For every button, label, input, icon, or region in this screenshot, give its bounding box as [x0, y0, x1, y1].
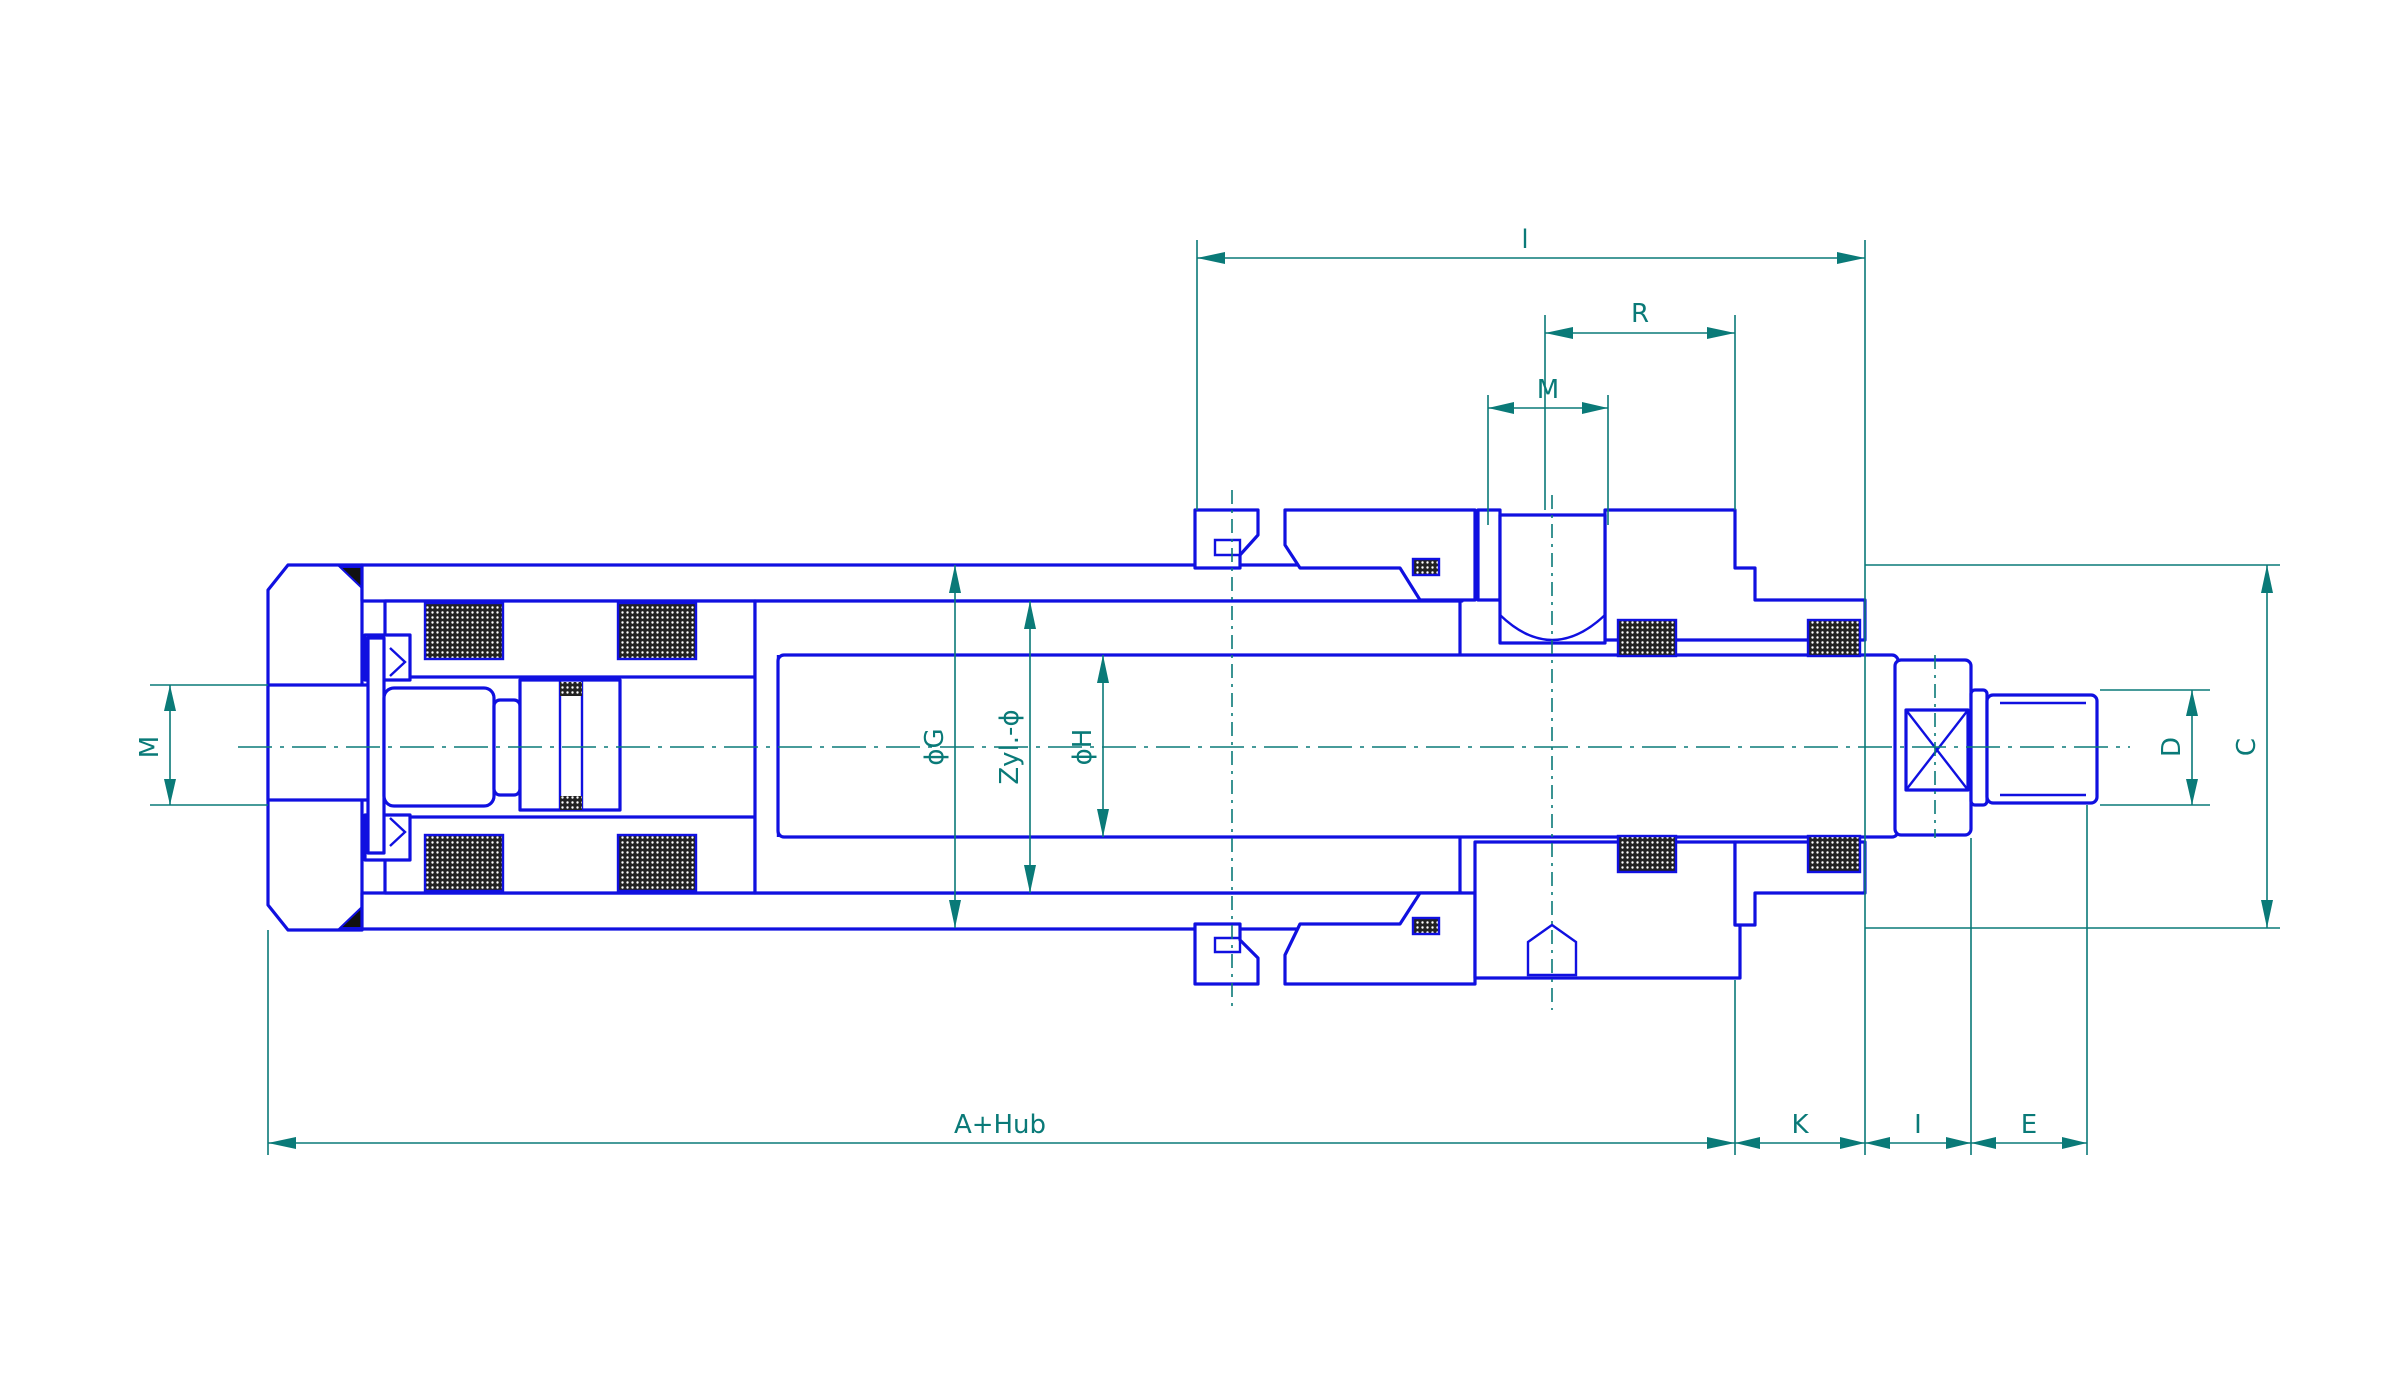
label-a-hub: A+Hub: [954, 1110, 1046, 1140]
piston-seal-bottom-2: [616, 833, 698, 893]
piston-seal-bottom-1: [423, 833, 505, 893]
label-k: K: [1791, 1110, 1809, 1140]
label-zyl-phi: Zyl.-ϕ: [995, 709, 1025, 784]
rear-valve-screw: [266, 636, 622, 855]
label-m-rear: M: [135, 736, 165, 758]
rod-seal-top: [1616, 618, 1678, 658]
piston-seal-top-2: [616, 601, 698, 661]
wiper-seal-bottom: [1806, 834, 1862, 874]
label-i: I: [1914, 1110, 1922, 1140]
wiper-seal-top: [1806, 618, 1862, 658]
label-r: R: [1631, 299, 1649, 329]
dimension-labels: l R M A+Hub K I E C D M ϕG Zyl.-ϕ ϕH: [135, 225, 2262, 1140]
rod-seal-bottom: [1616, 834, 1678, 874]
piston-seal-top-1: [423, 601, 505, 661]
centerlines: [238, 490, 2130, 1010]
label-m-port: M: [1537, 375, 1559, 405]
label-e: E: [2021, 1110, 2037, 1140]
piston: [363, 599, 757, 895]
front-gland: [1193, 508, 1867, 986]
label-phi-g: ϕG: [920, 728, 950, 765]
label-c: C: [2232, 738, 2262, 756]
rod-end: [1893, 658, 2099, 837]
label-l: l: [1521, 225, 1528, 255]
dimensions: [150, 240, 2280, 1155]
label-phi-h: ϕH: [1068, 729, 1098, 766]
label-d: D: [2157, 737, 2187, 757]
